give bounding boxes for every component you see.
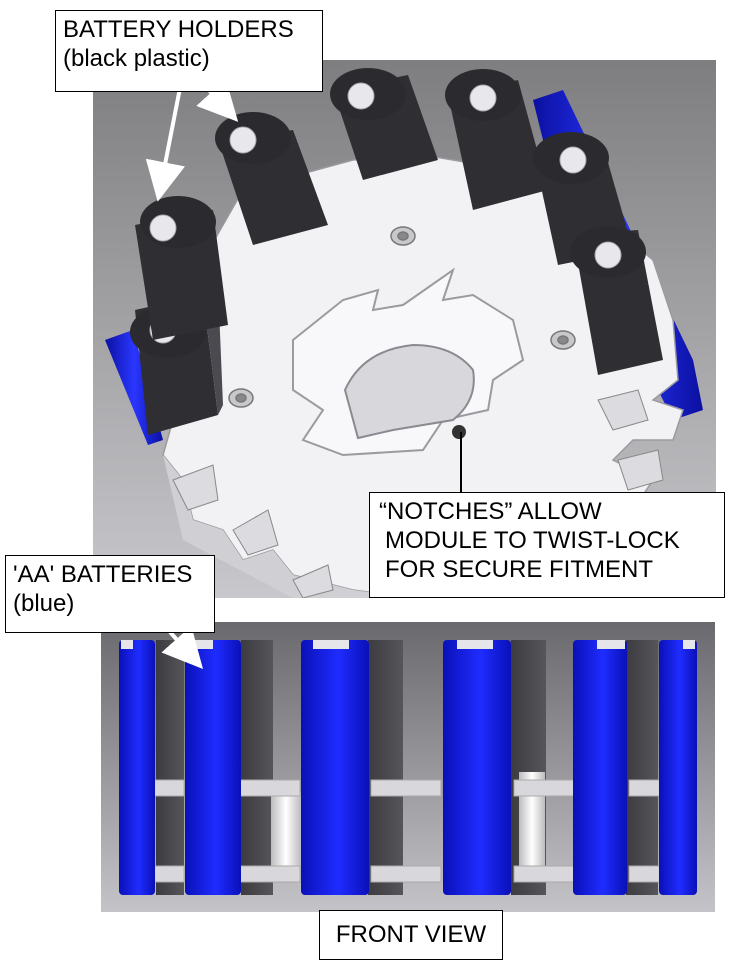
battery-holders-label: BATTERY HOLDERS (black plastic) bbox=[55, 10, 323, 92]
front-view-diagram bbox=[101, 622, 715, 912]
holder-4 bbox=[330, 68, 438, 180]
holder-columns bbox=[156, 640, 658, 895]
battery bbox=[659, 640, 697, 895]
holder-7 bbox=[570, 226, 663, 375]
screw-hole bbox=[228, 226, 576, 408]
front-view-text: FRONT VIEW bbox=[335, 921, 487, 948]
aa-batteries-line-2: (blue) bbox=[13, 590, 75, 617]
battery-holders bbox=[130, 68, 663, 435]
isometric-view bbox=[93, 60, 716, 598]
aa-batteries bbox=[119, 640, 697, 895]
holder-5 bbox=[445, 69, 548, 210]
holder-3 bbox=[215, 112, 328, 245]
front-view-label: FRONT VIEW bbox=[319, 910, 503, 960]
aa-batteries-label: 'AA' BATTERIES (blue) bbox=[5, 555, 215, 633]
battery bbox=[119, 640, 155, 895]
battery-holders-line-1: BATTERY HOLDERS bbox=[63, 16, 294, 43]
notches-label: “NOTCHES” ALLOW MODULE TO TWIST-LOCK FOR… bbox=[369, 492, 725, 598]
holder-2 bbox=[135, 196, 228, 340]
aa-batteries-line-1: 'AA' BATTERIES bbox=[13, 561, 193, 588]
notches-line-3: FOR SECURE FITMENT bbox=[385, 556, 653, 583]
battery bbox=[443, 640, 511, 895]
battery-holders-line-2: (black plastic) bbox=[63, 45, 210, 72]
notches-line-2: MODULE TO TWIST-LOCK bbox=[385, 527, 680, 554]
battery bbox=[573, 640, 627, 895]
center-hole bbox=[343, 343, 475, 440]
battery bbox=[185, 640, 241, 895]
battery bbox=[301, 640, 369, 895]
notches-line-1: “NOTCHES” ALLOW bbox=[379, 498, 602, 525]
clips bbox=[145, 779, 666, 883]
